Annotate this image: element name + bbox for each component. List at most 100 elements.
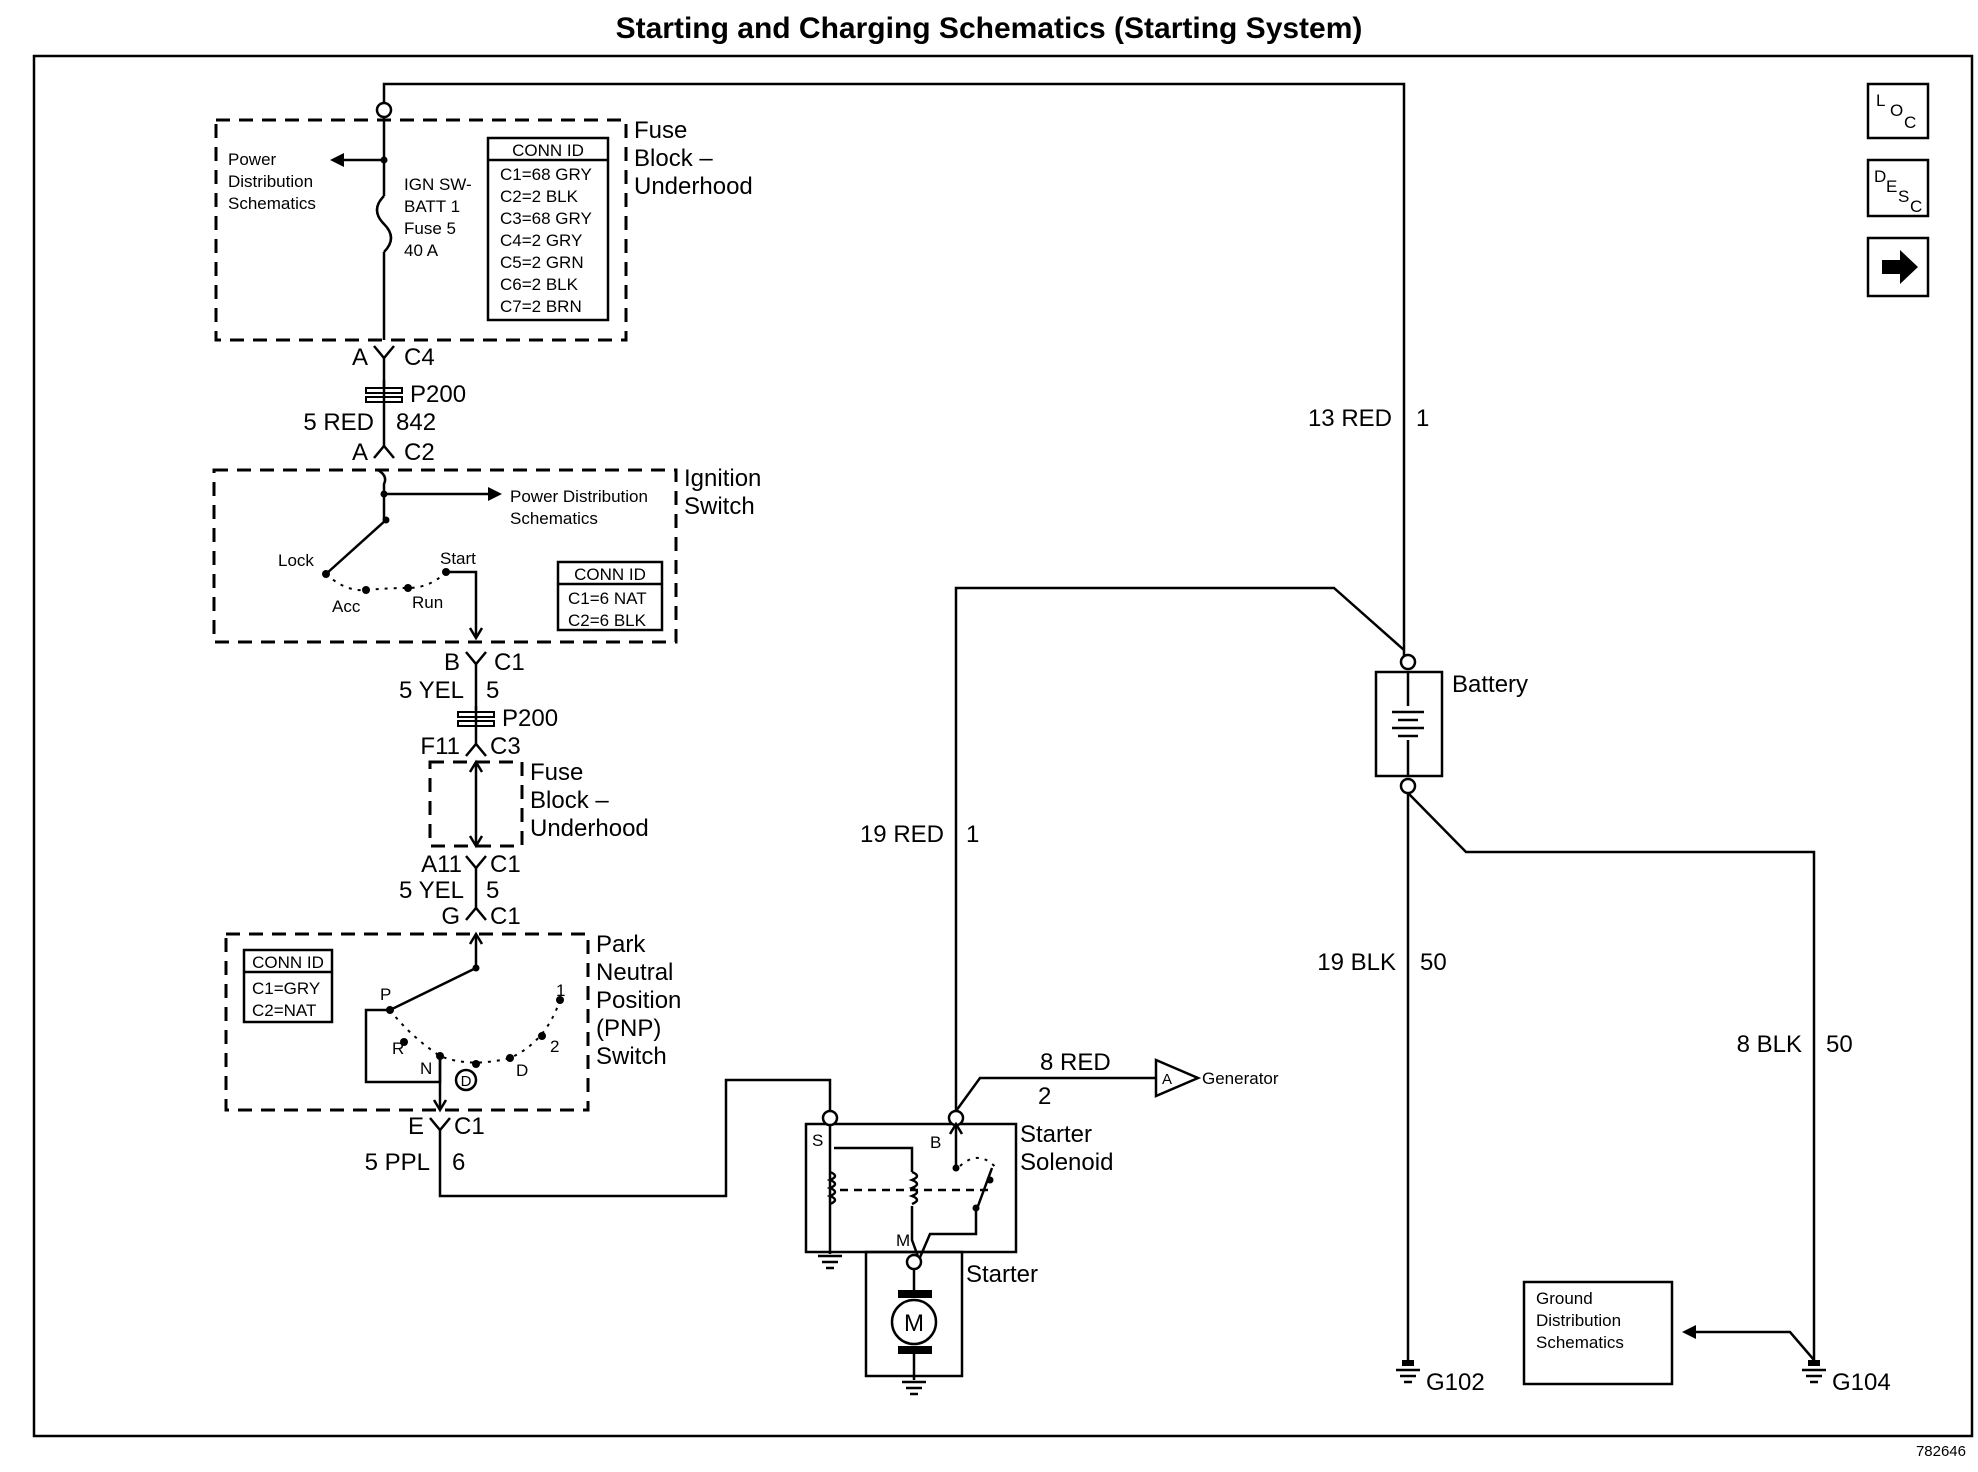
svg-text:C1: C1 — [490, 851, 521, 878]
svg-text:Ground: Ground — [1536, 1289, 1593, 1308]
svg-text:G104: G104 — [1832, 1369, 1891, 1396]
svg-text:P200: P200 — [502, 705, 558, 732]
svg-text:Switch: Switch — [596, 1043, 667, 1070]
svg-text:Fuse: Fuse — [634, 117, 687, 144]
svg-text:Distribution: Distribution — [1536, 1311, 1621, 1330]
svg-text:Underhood: Underhood — [530, 815, 649, 842]
starter-terminal-m — [905, 1253, 923, 1271]
svg-text:A11: A11 — [421, 851, 462, 878]
solenoid-terminal-s — [821, 1109, 839, 1127]
svg-text:Starter: Starter — [966, 1261, 1038, 1288]
svg-text:2: 2 — [1038, 1083, 1051, 1110]
pnp-switch-box — [224, 932, 590, 1112]
svg-text:Ignition: Ignition — [684, 465, 761, 492]
next-button[interactable] — [1866, 236, 1930, 298]
drive-position-indicator — [454, 1068, 478, 1092]
svg-text:5 YEL: 5 YEL — [399, 677, 464, 704]
connector-c4 — [373, 345, 395, 360]
generator-connector — [1154, 1058, 1202, 1098]
svg-text:IGN SW-: IGN SW- — [404, 175, 472, 194]
svg-text:Power Distribution: Power Distribution — [510, 487, 648, 506]
svg-text:40 A: 40 A — [404, 241, 439, 260]
svg-text:P200: P200 — [410, 381, 466, 408]
svg-text:A: A — [352, 439, 368, 466]
svg-text:Block –: Block – — [530, 787, 609, 814]
svg-text:D: D — [461, 1073, 472, 1090]
svg-text:Start: Start — [440, 549, 476, 568]
desc-button[interactable]: D E S C — [1866, 158, 1930, 218]
svg-text:842: 842 — [396, 409, 436, 436]
coil-pull-in — [908, 1170, 919, 1206]
svg-text:Lock: Lock — [278, 551, 314, 570]
svg-text:5: 5 — [486, 877, 499, 904]
diagram-frame — [32, 54, 1974, 1438]
svg-text:Schematics: Schematics — [228, 194, 316, 213]
conn-id-table-pnp: CONN ID C1=GRY C2=NAT — [242, 948, 334, 1024]
svg-text:C1: C1 — [490, 903, 521, 930]
coil-hold-in — [826, 1170, 837, 1206]
svg-text:1: 1 — [556, 981, 565, 1000]
svg-text:C2=6 BLK: C2=6 BLK — [568, 611, 647, 630]
ground-g102 — [1396, 1360, 1420, 1384]
motor-symbol — [890, 1298, 938, 1346]
ignition-switch-box — [212, 468, 678, 644]
svg-text:Fuse 5: Fuse 5 — [404, 219, 456, 238]
svg-text:CONN ID: CONN ID — [574, 565, 646, 584]
svg-text:E: E — [408, 1113, 424, 1140]
battery-positive-terminal — [1399, 653, 1417, 671]
svg-text:C1=6 NAT: C1=6 NAT — [568, 589, 647, 608]
svg-text:Power: Power — [228, 150, 277, 169]
wire-8-blk — [1407, 792, 1816, 1366]
svg-text:S: S — [1898, 187, 1909, 206]
svg-text:5: 5 — [486, 677, 499, 704]
svg-text:C2: C2 — [404, 439, 435, 466]
svg-text:Distribution: Distribution — [228, 172, 313, 191]
svg-text:Fuse: Fuse — [530, 759, 583, 786]
svg-text:M: M — [904, 1310, 924, 1337]
svg-text:P: P — [380, 985, 391, 1004]
ignition-switch-blade — [325, 519, 387, 575]
svg-text:Schematics: Schematics — [510, 509, 598, 528]
svg-text:M: M — [896, 1231, 910, 1250]
loc-button[interactable]: L O C — [1866, 82, 1930, 140]
fuse-block-top — [214, 118, 628, 342]
svg-text:Battery: Battery — [1452, 671, 1528, 698]
conn-id-table-ignition: CONN ID C1=6 NAT C2=6 BLK — [556, 560, 664, 632]
arrow-right-icon — [1882, 250, 1918, 284]
svg-text:Block –: Block – — [634, 145, 713, 172]
svg-text:50: 50 — [1826, 1031, 1853, 1058]
svg-text:C2=2 BLK: C2=2 BLK — [500, 187, 579, 206]
svg-text:A: A — [1162, 1071, 1172, 1088]
svg-text:G102: G102 — [1426, 1369, 1485, 1396]
svg-text:L: L — [1876, 91, 1885, 110]
svg-text:50: 50 — [1420, 949, 1447, 976]
svg-text:R: R — [392, 1039, 404, 1058]
svg-text:C: C — [1910, 197, 1922, 216]
svg-text:Underhood: Underhood — [634, 173, 753, 200]
svg-text:C6=2 BLK: C6=2 BLK — [500, 275, 579, 294]
svg-text:C4=2 GRY: C4=2 GRY — [500, 231, 582, 250]
svg-text:Position: Position — [596, 987, 681, 1014]
svg-text:Run: Run — [412, 593, 443, 612]
battery-negative-terminal — [1399, 777, 1417, 795]
svg-text:Acc: Acc — [332, 597, 361, 616]
arrow-left-icon — [488, 487, 502, 501]
svg-text:B: B — [444, 649, 460, 676]
svg-text:19 BLK: 19 BLK — [1317, 949, 1396, 976]
svg-text:Generator: Generator — [1202, 1069, 1279, 1088]
svg-text:C7=2 BRN: C7=2 BRN — [500, 297, 582, 316]
wire-13-red — [382, 82, 1406, 658]
connector-c3 — [465, 742, 487, 757]
svg-text:8 BLK: 8 BLK — [1737, 1031, 1802, 1058]
svg-text:Switch: Switch — [684, 493, 755, 520]
arrow-left-icon — [330, 153, 344, 167]
svg-text:C1=68 GRY: C1=68 GRY — [500, 165, 592, 184]
svg-text:19 RED: 19 RED — [860, 821, 944, 848]
connector-c1-a11 — [465, 855, 487, 870]
connector-c1-g — [465, 906, 487, 921]
svg-text:(PNP): (PNP) — [596, 1015, 661, 1042]
svg-text:C: C — [1904, 113, 1916, 132]
svg-text:Solenoid: Solenoid — [1020, 1149, 1113, 1176]
ground-distribution-link[interactable]: Ground Distribution Schematics — [1522, 1280, 1674, 1386]
